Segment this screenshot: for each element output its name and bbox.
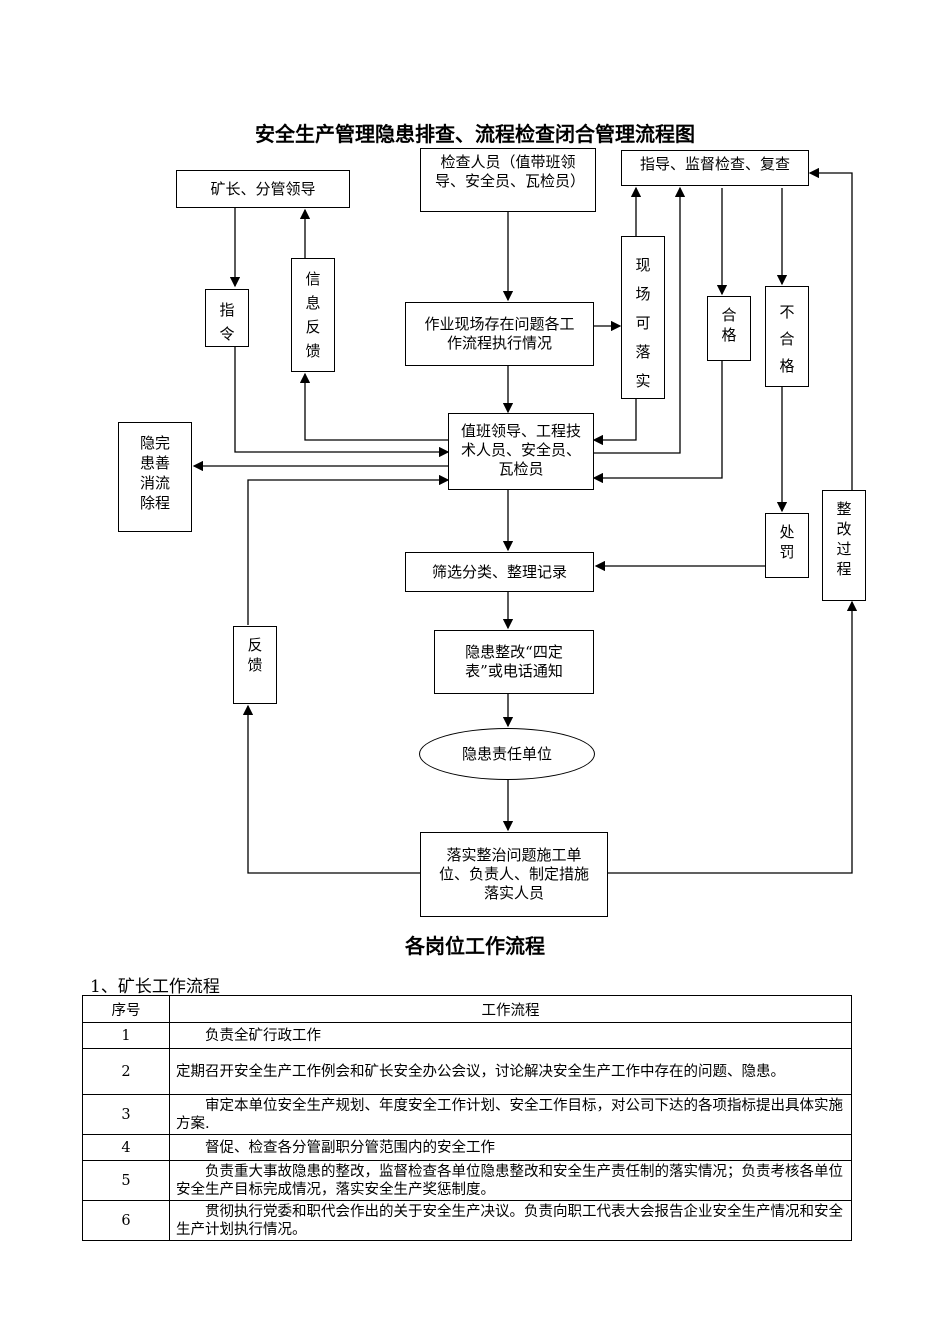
row-no: 3 [82, 1094, 170, 1135]
info-feedback-char-3: 反 [305, 318, 321, 336]
row-text: 审定本单位安全生产规划、年度安全工作计划、安全工作目标，对公司下达的各项指标提出… [169, 1094, 852, 1135]
row-text: 负责重大事故隐患的整改，监督检查各单位隐患整改和安全生产责任制的落实情况；负责考… [169, 1160, 852, 1201]
section-title: 各岗位工作流程 [405, 934, 545, 958]
qualified-char-2: 格 [721, 326, 737, 344]
table-row: 3 审定本单位安全生产规划、年度安全工作计划、安全工作目标，对公司下达的各项指标… [82, 1094, 852, 1135]
hazard-eliminated-box: 隐完 患善 消流 除程 [118, 422, 192, 532]
guidance-label: 指导、监督检查、复查 [639, 155, 790, 173]
row-no: 5 [82, 1160, 170, 1201]
unqualified-char-3: 格 [779, 357, 795, 375]
header-flow: 工作流程 [169, 995, 852, 1023]
instruction-char-1: 指 [219, 301, 235, 319]
punish-box: 处 罚 [765, 513, 809, 578]
onsite-feasible-char-4: 落 [635, 343, 651, 361]
feedback-char-2: 馈 [247, 656, 263, 674]
hazard-eliminated-row-2: 患善 [139, 454, 170, 472]
screen-record-label: 筛选分类、整理记录 [431, 562, 567, 581]
duty-leaders-box: 值班领导、工程技术人员、安全员、瓦检员 [448, 413, 594, 490]
row-no: 4 [82, 1134, 170, 1161]
responsible-unit-ellipse: 隐患责任单位 [419, 728, 595, 780]
punish-char-2: 罚 [779, 543, 795, 561]
table-header-row: 序号 工作流程 [82, 995, 852, 1023]
responsible-unit-label: 隐患责任单位 [461, 744, 552, 763]
hazard-eliminated-row-1: 隐完 [139, 434, 170, 452]
mine-manager-label: 矿长、分管领导 [210, 179, 316, 198]
row-no: 1 [82, 1022, 170, 1049]
info-feedback-char-1: 信 [305, 270, 321, 288]
table-row: 6 贯彻执行党委和职代会作出的关于安全生产决议。负责向职工代表大会报告企业安全生… [82, 1200, 852, 1241]
rectify-process-char-4: 程 [836, 560, 852, 578]
feedback-char-1: 反 [247, 636, 263, 654]
rectify-process-char-1: 整 [836, 500, 852, 518]
field-problem-label: 作业现场存在问题各工作流程执行情况 [424, 315, 575, 352]
instruction-box: 指 令 [205, 289, 249, 347]
unqualified-char-1: 不 [779, 303, 795, 321]
header-no: 序号 [82, 995, 170, 1023]
onsite-feasible-char-1: 现 [635, 256, 651, 274]
row-no: 2 [82, 1048, 170, 1095]
onsite-feasible-box: 现 场 可 落 实 [621, 236, 665, 399]
qualified-box: 合 格 [707, 296, 751, 361]
flowchart-title: 安全生产管理隐患排查、流程检查闭合管理流程图 [255, 122, 695, 146]
unqualified-box: 不 合 格 [765, 286, 809, 387]
rectify-process-char-2: 改 [836, 520, 852, 538]
four-fix-label: 隐患整改“四定表”或电话通知 [465, 643, 563, 680]
implement-label: 落实整治问题施工单位、负责人、制定措施落实人员 [438, 846, 589, 902]
table-row: 4 督促、检查各分管副职分管范围内的安全工作 [82, 1134, 852, 1161]
unqualified-char-2: 合 [779, 330, 795, 348]
guidance-box: 指导、监督检查、复查 [621, 150, 809, 186]
onsite-feasible-char-3: 可 [635, 314, 651, 332]
table-row: 1 负责全矿行政工作 [82, 1022, 852, 1049]
duty-leaders-label: 值班领导、工程技术人员、安全员、瓦检员 [461, 422, 582, 478]
four-fix-box: 隐患整改“四定表”或电话通知 [434, 630, 594, 694]
row-no: 6 [82, 1200, 170, 1241]
feedback-box: 反 馈 [233, 626, 277, 704]
table-row: 5 负责重大事故隐患的整改，监督检查各单位隐患整改和安全生产责任制的落实情况；负… [82, 1160, 852, 1201]
mine-manager-box: 矿长、分管领导 [176, 170, 350, 208]
info-feedback-char-2: 息 [305, 294, 321, 312]
inspectors-label: 检查人员（值带班领导、安全员、瓦检员） [435, 153, 586, 190]
punish-char-1: 处 [779, 523, 795, 541]
screen-record-box: 筛选分类、整理记录 [405, 552, 594, 592]
work-flow-table: 序号 工作流程 1 负责全矿行政工作 2 定期召开安全生产工作例会和矿长安全办公… [82, 995, 852, 1241]
info-feedback-char-4: 馈 [305, 342, 321, 360]
row-text: 定期召开安全生产工作例会和矿长安全办公会议，讨论解决安全生产工作中存在的问题、隐… [169, 1048, 852, 1095]
instruction-char-2: 令 [219, 325, 235, 343]
info-feedback-box: 信 息 反 馈 [291, 258, 335, 372]
rectify-process-char-3: 过 [836, 540, 852, 558]
onsite-feasible-char-5: 实 [635, 372, 651, 390]
row-text: 督促、检查各分管副职分管范围内的安全工作 [169, 1134, 852, 1161]
qualified-char-1: 合 [721, 306, 737, 324]
row-text: 负责全矿行政工作 [169, 1022, 852, 1049]
inspectors-box: 检查人员（值带班领导、安全员、瓦检员） [420, 148, 596, 212]
field-problem-box: 作业现场存在问题各工作流程执行情况 [405, 302, 594, 366]
implement-box: 落实整治问题施工单位、负责人、制定措施落实人员 [420, 832, 608, 917]
table-row: 2 定期召开安全生产工作例会和矿长安全办公会议，讨论解决安全生产工作中存在的问题… [82, 1048, 852, 1095]
hazard-eliminated-row-4: 除程 [139, 494, 170, 512]
subsection-title: 1、矿长工作流程 [90, 977, 220, 997]
row-text: 贯彻执行党委和职代会作出的关于安全生产决议。负责向职工代表大会报告企业安全生产情… [169, 1200, 852, 1241]
onsite-feasible-char-2: 场 [635, 285, 651, 303]
rectify-process-box: 整 改 过 程 [822, 490, 866, 601]
hazard-eliminated-row-3: 消流 [139, 474, 170, 492]
